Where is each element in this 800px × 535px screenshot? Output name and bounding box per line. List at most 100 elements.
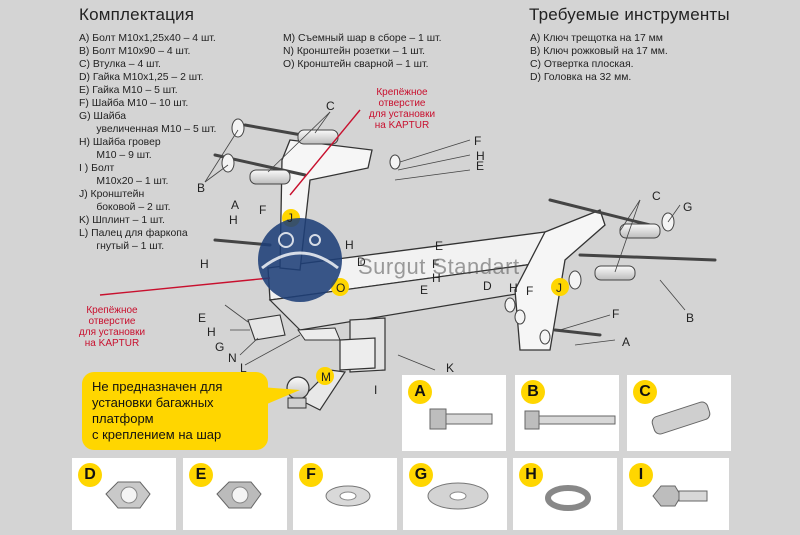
label-c: C (652, 189, 661, 203)
washers (221, 118, 675, 345)
kit-item: I ) Болт (79, 163, 115, 174)
label-b: B (197, 181, 205, 195)
tools-title: Требуемые инструменты (529, 5, 730, 24)
kit-item: H) Шайба гровер (79, 137, 161, 148)
label-e: E (435, 239, 443, 253)
kit-item: B) Болт М10х90 – 4 шт. (79, 46, 191, 57)
label-h: H (509, 281, 518, 295)
part-tile-d: D (72, 458, 176, 530)
kit-item: E) Гайка М10 – 5 шт. (79, 85, 178, 96)
label-h: H (229, 213, 238, 227)
mount-hole-note-left: Крепёжное отверстие для установки на KAP… (78, 305, 146, 349)
kit-item: F) Шайба М10 – 10 шт. (79, 98, 189, 109)
tool-item: A) Ключ трещотка на 17 мм (530, 33, 663, 44)
label-g: G (215, 340, 224, 354)
label-f: F (432, 257, 439, 271)
part-letter: H (519, 463, 543, 487)
part-tile-c: C (627, 375, 731, 451)
label-f: F (259, 203, 266, 217)
bolt-long-icon (524, 410, 616, 430)
label-d: D (357, 255, 366, 269)
label-h: H (476, 149, 485, 163)
kit-list-col1: A) Болт М10х1,25х40 – 4 шт. B) Болт М10х… (79, 32, 216, 253)
kit-item: гнутый – 1 шт. (79, 241, 165, 252)
label-j-left: J (287, 211, 293, 225)
part-tile-a: A (402, 375, 506, 451)
label-g: G (683, 200, 692, 214)
bolts (213, 123, 717, 337)
part-letter: D (78, 463, 102, 487)
kit-item: М10 – 9 шт. (79, 150, 152, 161)
kit-item: K) Шплинт – 1 шт. (79, 215, 165, 226)
part-letter: F (299, 463, 323, 487)
kit-item: G) Шайба (79, 111, 127, 122)
label-h: H (207, 325, 216, 339)
kit-item: C) Втулка – 4 шт. (79, 59, 161, 70)
kit-item: боковой – 2 шт. (79, 202, 171, 213)
bolt-short-icon (429, 408, 493, 430)
kit-list-col2: M) Съемный шар в сборе – 1 шт. N) Кроншт… (283, 32, 442, 71)
label-h: H (200, 257, 209, 271)
socket-bracket (247, 314, 286, 341)
pin-l (297, 327, 341, 341)
warning-line: с креплением на шар (92, 427, 222, 442)
label-b: B (686, 311, 694, 325)
tools-list: A) Ключ трещотка на 17 мм B) Ключ рожков… (530, 32, 668, 84)
nut-fine-icon (105, 481, 151, 509)
part-tile-i: I (623, 458, 729, 530)
label-m: M (321, 370, 331, 384)
part-tile-f: F (293, 458, 397, 530)
label-n: N (228, 351, 237, 365)
label-a: A (622, 335, 630, 349)
part-letter: I (629, 463, 653, 487)
kit-item: O) Кронштейн сварной – 1 шт. (283, 59, 429, 70)
part-tile-h: H (513, 458, 617, 530)
ball-mount (286, 317, 386, 411)
leader-lines (204, 111, 686, 371)
warning-line: Не предназначен для (92, 379, 223, 394)
tool-item: D) Головка на 32 мм. (530, 72, 632, 83)
bushing-icon (651, 401, 711, 435)
part-letter: C (633, 380, 657, 404)
surgut-logo-emblem (258, 218, 342, 302)
washer-large-icon (427, 482, 489, 510)
part-letter: A (408, 380, 432, 404)
kit-item: J) Кронштейн (79, 189, 145, 200)
warning-line: платформ (92, 411, 154, 426)
warning-line: установки багажных (92, 395, 214, 410)
kit-item: N) Кронштейн розетки – 1 шт. (283, 46, 426, 57)
warning-callout: Не предназначен для установки багажных п… (82, 372, 268, 450)
label-a: A (231, 198, 239, 212)
bolt-m10x20-icon (652, 485, 708, 507)
label-f: F (474, 134, 481, 148)
label-h: H (432, 271, 441, 285)
part-letter: G (409, 463, 433, 487)
part-tile-g: G (403, 458, 507, 530)
kit-item: A) Болт М10х1,25х40 – 4 шт. (79, 33, 216, 44)
label-e: E (476, 159, 484, 173)
washer-icon (325, 485, 371, 507)
label-o: O (336, 281, 345, 295)
annotation-lines (99, 109, 361, 296)
label-h: H (345, 238, 354, 252)
kit-title: Комплектация (79, 5, 195, 24)
part-tile-e: E (183, 458, 287, 530)
label-c: C (326, 99, 335, 113)
label-i: I (374, 383, 377, 397)
label-f: F (526, 284, 533, 298)
tool-item: C) Отвертка плоская. (530, 59, 634, 70)
label-k: K (446, 361, 454, 375)
watermark: Surgut Standart (358, 254, 520, 279)
mount-hole-note-top: Крепёжное отверстие для установки на KAP… (368, 87, 436, 131)
kit-item: M) Съемный шар в сборе – 1 шт. (283, 33, 442, 44)
part-letter: B (521, 380, 545, 404)
label-d: D (483, 279, 492, 293)
kit-item: М10х20 – 1 шт. (79, 176, 169, 187)
kit-item: увеличенная М10 – 5 шт. (79, 124, 217, 135)
tool-item: B) Ключ рожковый на 17 мм. (530, 46, 668, 57)
spring-washer-icon (545, 485, 591, 511)
kit-item: D) Гайка М10х1,25 – 2 шт. (79, 72, 204, 83)
label-e: E (420, 283, 428, 297)
label-e: E (198, 311, 206, 325)
